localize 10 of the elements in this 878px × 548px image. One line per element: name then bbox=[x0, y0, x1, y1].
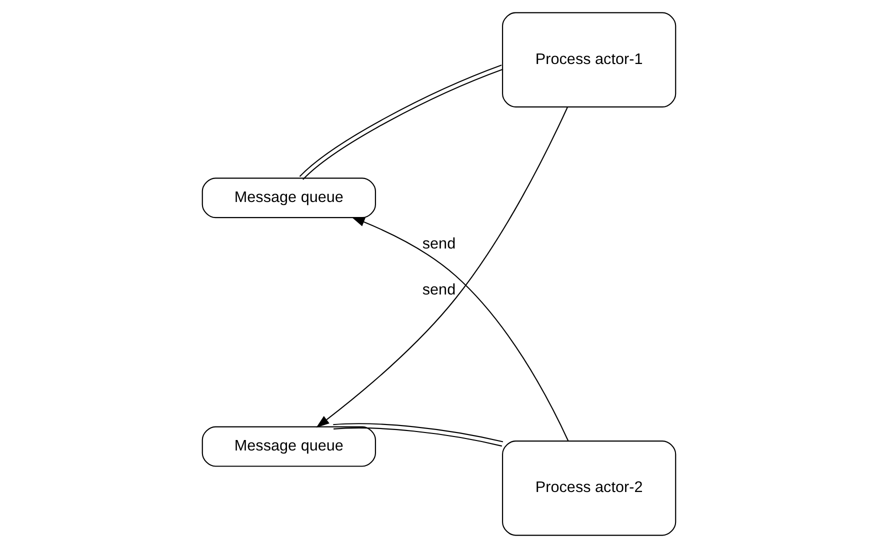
arrow bbox=[352, 217, 569, 442]
node-box: Message queue bbox=[202, 178, 376, 218]
node-box: Process actor-2 bbox=[502, 440, 676, 536]
connector bbox=[333, 423, 504, 447]
connector bbox=[299, 64, 504, 180]
arrow bbox=[316, 106, 568, 428]
node-box: Process actor-1 bbox=[502, 12, 676, 108]
node-box: Message queue bbox=[202, 426, 376, 467]
edge-label: send bbox=[422, 281, 456, 298]
edge-label: send bbox=[422, 235, 456, 252]
